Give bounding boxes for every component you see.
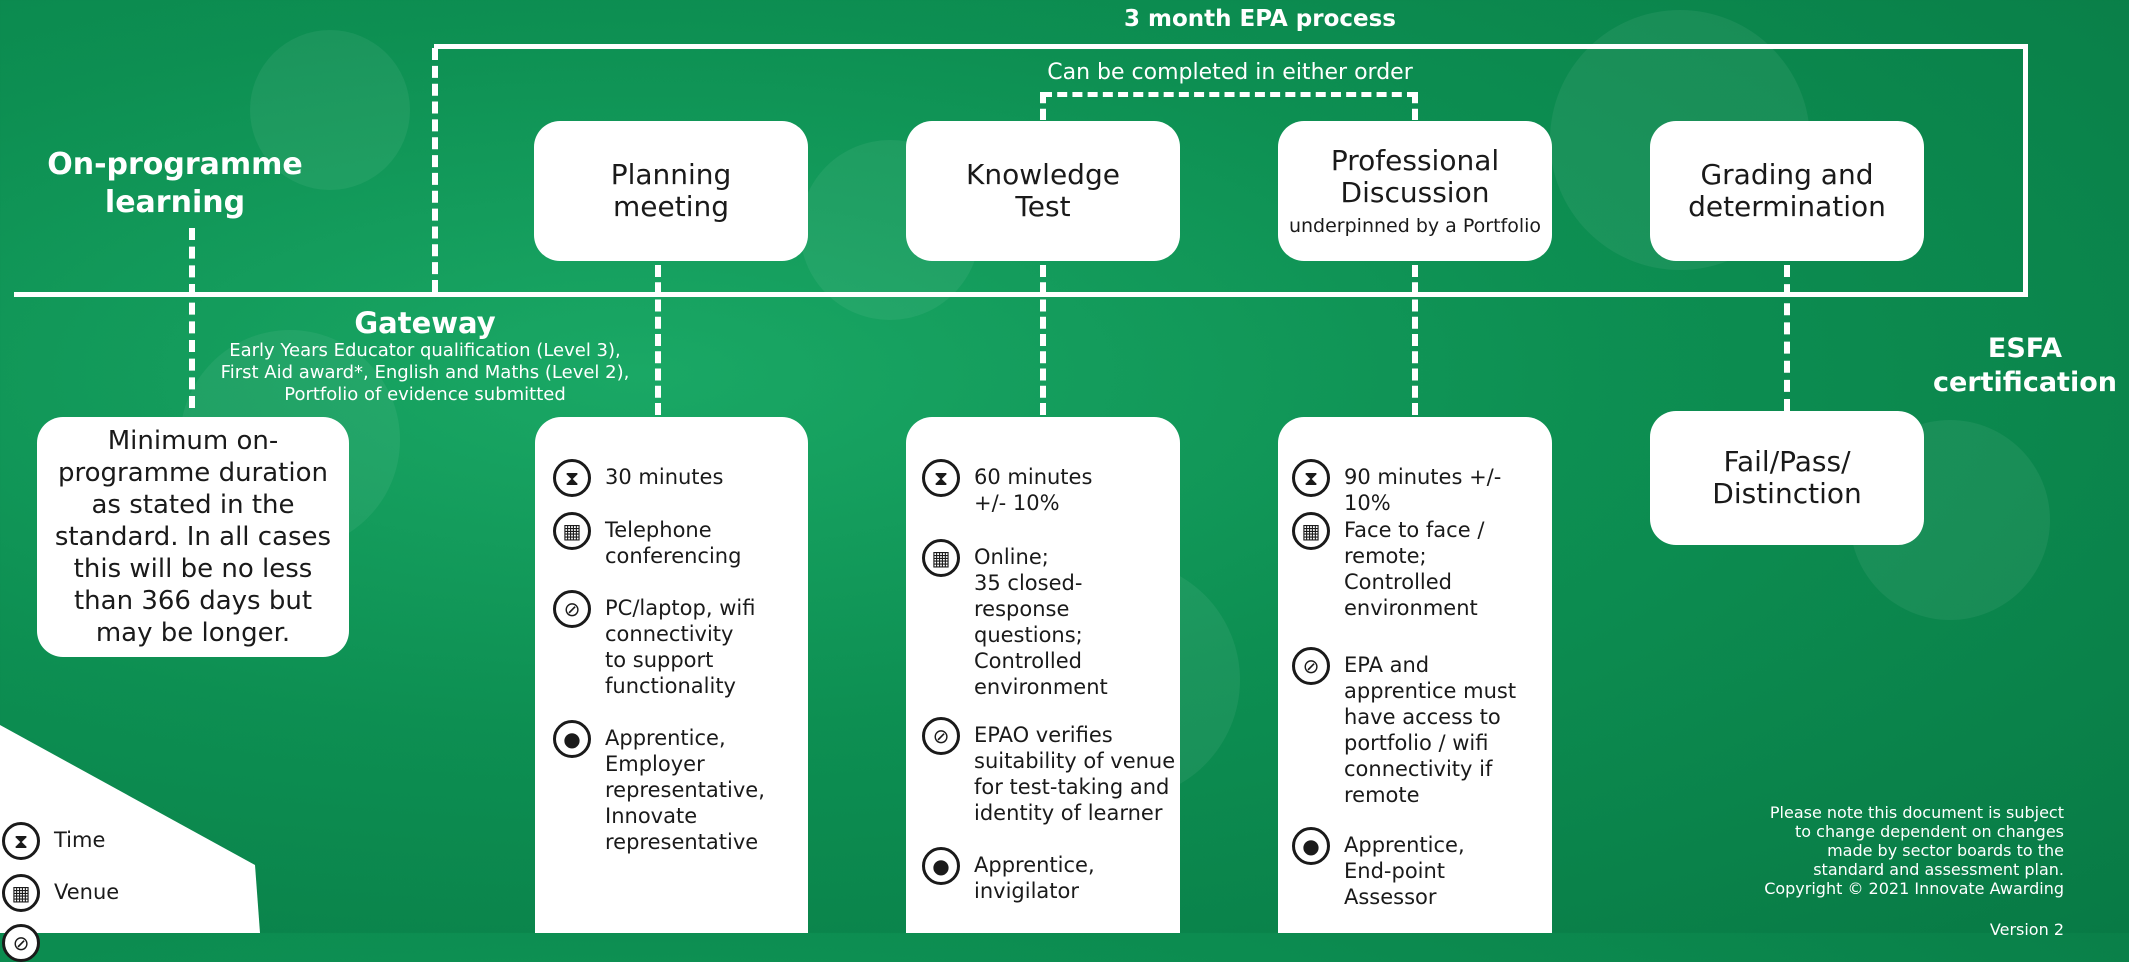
connector-knowledge <box>1040 265 1046 415</box>
stage-subtitle: underpinned by a Portfolio <box>1288 215 1542 237</box>
legend-resources: ⊘ <box>2 924 40 962</box>
building-icon: ▦ <box>1292 512 1330 550</box>
epa-bracket-top <box>434 44 2028 49</box>
detail-text: Telephone conferencing <box>605 518 742 568</box>
stage-title: Knowledge Test <box>966 158 1120 223</box>
either-order-note: Can be completed in either order <box>1047 60 1413 85</box>
on-programme-connector <box>189 228 195 408</box>
connector-grading <box>1784 265 1790 411</box>
detail-text: Face to face / remote; Controlled enviro… <box>1344 518 1485 620</box>
detail-text: EPA and apprentice must have access to p… <box>1344 653 1517 807</box>
legend-time: ⧗ Time <box>2 822 105 860</box>
gateway-line-2: First Aid award*, English and Maths (Lev… <box>220 362 630 383</box>
detail-text: 90 minutes +/- 10% <box>1344 465 1502 515</box>
stage-grading-determination: Grading and determination <box>1650 121 1924 261</box>
detail-text: PC/laptop, wifi connectivity to support … <box>605 596 756 698</box>
legend-venue: ▦ Venue <box>2 874 119 912</box>
hourglass-icon: ⧗ <box>2 822 40 860</box>
gateway-line-1: Early Years Educator qualification (Leve… <box>229 340 621 361</box>
detail-text: 60 minutes +/- 10% <box>974 465 1093 515</box>
gateway-details: Early Years Educator qualification (Leve… <box>200 340 650 406</box>
building-icon: ▦ <box>553 512 591 550</box>
paperclip-icon: ⊘ <box>2 924 40 962</box>
paperclip-icon: ⊘ <box>1292 647 1330 685</box>
detail-text: Apprentice, invigilator <box>974 853 1095 903</box>
knowledge-details-card: ⧗ 60 minutes +/- 10% ▦ Online; 35 closed… <box>906 417 1180 933</box>
detail-text: EPAO verifies suitability of venue for t… <box>974 723 1176 825</box>
either-order-bracket-right <box>1412 92 1418 120</box>
detail-resources: ⊘ EPAO verifies suitability of venue for… <box>922 717 1175 826</box>
connector-discussion <box>1412 265 1418 415</box>
detail-venue: ▦ Face to face / remote; Controlled envi… <box>1292 512 1484 621</box>
detail-text: Apprentice, End-point Assessor <box>1344 833 1465 909</box>
stage-planning-meeting: Planning meeting <box>534 121 808 261</box>
epa-bracket-left <box>432 48 438 292</box>
detail-people: ● Apprentice, invigilator <box>922 847 1095 904</box>
hourglass-icon: ⧗ <box>922 459 960 497</box>
detail-text: Online; 35 closed- response questions; C… <box>974 545 1108 699</box>
detail-time: ⧗ 60 minutes +/- 10% <box>922 459 1092 516</box>
gateway-line-3: Portfolio of evidence submitted <box>284 384 566 405</box>
detail-people: ● Apprentice, Employer representative, I… <box>553 720 765 855</box>
epa-process-title: 3 month EPA process <box>1123 6 1396 32</box>
detail-people: ● Apprentice, End-point Assessor <box>1292 827 1465 910</box>
detail-venue: ▦ Telephone conferencing <box>553 512 741 569</box>
connector-planning <box>655 265 661 415</box>
disclaimer-note: Please note this document is subject to … <box>1764 803 2064 898</box>
either-order-bracket-left <box>1040 92 1046 120</box>
person-icon: ● <box>553 720 591 758</box>
person-icon: ● <box>1292 827 1330 865</box>
stage-title: Grading and determination <box>1688 158 1886 223</box>
person-icon: ● <box>922 847 960 885</box>
grading-result: Fail/Pass/ Distinction <box>1712 445 1862 510</box>
detail-time: ⧗ 30 minutes <box>553 459 723 497</box>
version-label: Version 2 <box>1989 920 2064 939</box>
stage-title: Planning meeting <box>610 158 732 223</box>
grading-result-box: Fail/Pass/ Distinction <box>1650 411 1924 545</box>
either-order-bracket <box>1042 92 1417 97</box>
detail-resources: ⊘ PC/laptop, wifi connectivity to suppor… <box>553 590 755 699</box>
paperclip-icon: ⊘ <box>922 717 960 755</box>
legend-time-label: Time <box>54 828 106 852</box>
detail-time: ⧗ 90 minutes +/- 10% <box>1292 459 1552 516</box>
esfa-certification: ESFA certification <box>1933 333 2117 398</box>
legend-panel <box>0 725 260 933</box>
on-programme-description: Minimum on-programme duration as stated … <box>54 426 332 648</box>
on-programme-label: On-programme learning <box>47 147 303 220</box>
hourglass-icon: ⧗ <box>553 459 591 497</box>
bokeh-circle <box>250 30 410 190</box>
timeline-line <box>14 292 2028 297</box>
building-icon: ▦ <box>2 874 40 912</box>
legend-venue-label: Venue <box>54 880 120 904</box>
gateway-title: Gateway <box>354 306 496 340</box>
detail-venue: ▦ Online; 35 closed- response questions;… <box>922 539 1108 700</box>
hourglass-icon: ⧗ <box>1292 459 1330 497</box>
epa-bracket-right <box>2023 44 2028 297</box>
stage-professional-discussion: Professional Discussion underpinned by a… <box>1278 121 1552 261</box>
paperclip-icon: ⊘ <box>553 590 591 628</box>
building-icon: ▦ <box>922 539 960 577</box>
detail-resources: ⊘ EPA and apprentice must have access to… <box>1292 647 1516 808</box>
on-programme-box: Minimum on-programme duration as stated … <box>37 417 349 657</box>
stage-knowledge-test: Knowledge Test <box>906 121 1180 261</box>
detail-text: 30 minutes <box>605 465 724 489</box>
detail-text: Apprentice, Employer representative, Inn… <box>605 726 765 854</box>
planning-details-card: ⧗ 30 minutes ▦ Telephone conferencing ⊘ … <box>535 417 808 933</box>
discussion-details-card: ⧗ 90 minutes +/- 10% ▦ Face to face / re… <box>1278 417 1552 933</box>
stage-title: Professional Discussion <box>1330 144 1500 209</box>
